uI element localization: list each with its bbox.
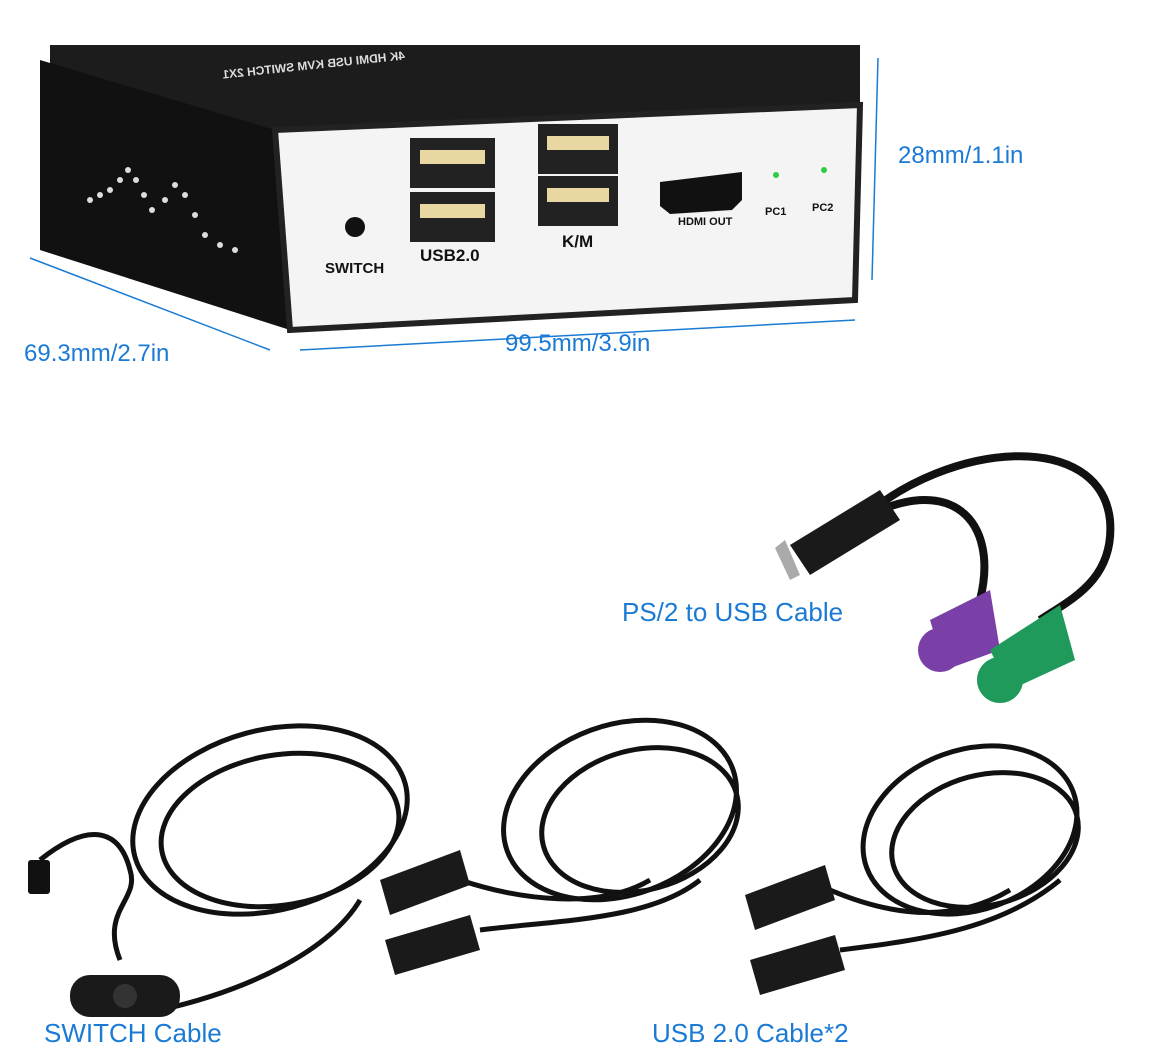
depth-dimension: 69.3mm/2.7in	[24, 340, 170, 367]
usb-port-label: USB2.0	[420, 246, 480, 265]
switch-cable	[38, 723, 410, 1013]
ps2-cable-caption: PS/2 to USB Cable	[622, 597, 844, 627]
hdmi-port-label: HDMI OUT	[678, 216, 733, 228]
switch-cable-caption: SWITCH Cable	[44, 1018, 222, 1048]
usb-cable-caption: USB 2.0 Cable*2	[652, 1018, 849, 1048]
led-pc1	[773, 172, 779, 178]
vent-dots-icon	[87, 167, 238, 253]
height-dimension: 28mm/1.1in	[898, 142, 1024, 169]
hdmi-port	[660, 172, 742, 214]
usb-cable-2	[829, 743, 1081, 953]
pc2-label: PC2	[812, 202, 834, 214]
pc1-label: PC1	[765, 206, 787, 218]
switch-port-label: SWITCH	[325, 260, 385, 277]
switch-button	[345, 217, 365, 237]
kvm-box-side	[40, 60, 290, 330]
micro-usb-plug	[28, 860, 50, 894]
usb-cable-1	[459, 717, 741, 933]
km-port-label: K/M	[562, 232, 594, 251]
led-pc2	[821, 167, 827, 173]
width-dimension: 99.5mm/3.9in	[505, 330, 651, 357]
ps2-usb-cable	[775, 452, 1115, 703]
